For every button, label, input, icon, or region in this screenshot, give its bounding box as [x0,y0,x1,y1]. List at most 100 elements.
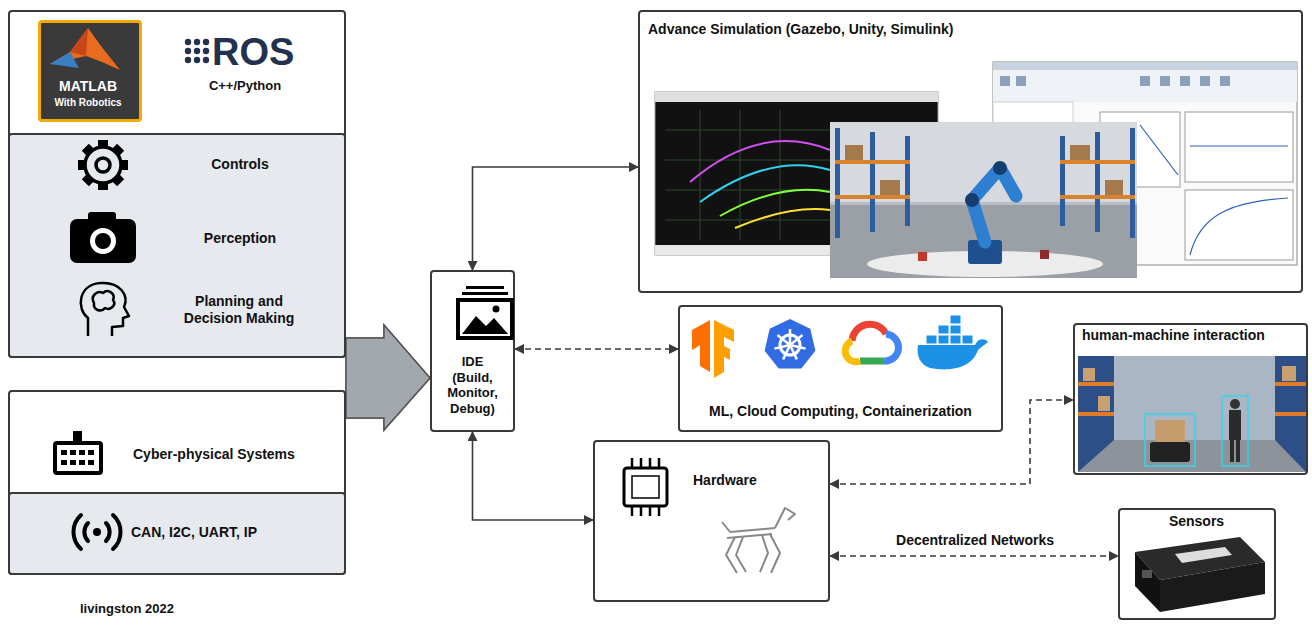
docker-logo [918,339,989,369]
device-icon [88,450,94,455]
block-arrow [346,325,430,430]
warehouse-render [1095,132,1100,232]
picture-icon [456,286,514,340]
device-icon [55,443,101,473]
signal-icon [93,528,101,536]
robot-dog-icon [722,522,730,532]
control-designer-screenshot [1185,112,1293,182]
chip-icon [658,458,661,468]
kubernetes-logo [790,345,806,349]
kubernetes-logo [790,345,797,359]
device-icon [61,460,67,465]
docker-logo [918,315,989,369]
warehouse-render [1130,128,1135,238]
warehouse-photo [1275,412,1306,416]
sensor-device [1142,570,1152,578]
node-text: Perception [170,230,310,247]
node-title: Hardware [693,472,813,489]
picture-icon [462,292,508,295]
warehouse-photo [1078,440,1306,472]
kubernetes-logo [778,335,791,345]
warehouse-render [905,136,910,226]
lidar-screenshot [655,92,938,255]
matlab-logo [50,52,79,68]
lidar-screenshot [665,130,830,131]
matlab-logo [50,28,120,70]
warehouse-photo [1150,442,1190,462]
kubernetes-logo [789,329,792,345]
lidar-screenshot [665,160,830,161]
connector [473,432,594,520]
warehouse-render [1060,160,1135,164]
ros-logo-dots [194,48,200,54]
warehouse-photo [1078,382,1114,386]
warehouse-photo [1230,399,1240,409]
warehouse-render [867,251,1103,277]
sensor-device [1135,537,1265,580]
gear-icon [96,158,110,172]
control-designer-screenshot [1140,76,1150,86]
docker-logo [926,315,973,344]
device-icon [70,450,76,455]
gear-icon [82,144,96,158]
sensor-device [1160,562,1265,612]
warehouse-photo [1083,368,1095,381]
google-cloud-logo [852,324,886,341]
lidar-screenshot [690,141,830,182]
robot-dog-icon [730,528,775,532]
tensorflow-logo [714,320,734,378]
connector [830,555,1118,557]
chip-icon [624,468,667,506]
device-icon [79,450,85,455]
device-icon [73,431,82,443]
ide-box: IDE (Build, Monitor, Debug) [430,270,515,432]
simulation-box: Advance Simulation (Gazebo, Unity, Simul… [638,10,1303,293]
logo-box: MATLABWith Robotics [38,20,142,122]
control-designer-screenshot [993,102,1073,265]
warehouse-render [972,168,1016,242]
control-designer-screenshot [1016,76,1026,86]
warehouse-render [993,161,1007,175]
warehouse-photo [1078,382,1306,416]
lidar-screenshot [665,110,830,240]
node-title: Advance Simulation (Gazebo, Unity, Simul… [648,21,1068,38]
robot-dog-icon [722,508,795,573]
warehouse-photo [1155,420,1185,442]
warehouse-photo [1098,396,1110,411]
kubernetes-logo [790,335,803,345]
head-icon [81,283,129,336]
gear-icon [85,147,121,183]
gear-icon [98,140,108,150]
control-designer-screenshot [1180,76,1190,86]
docker-logo [950,325,961,334]
hmi-box: human-machine interaction [1073,323,1308,475]
warehouse-photo [1078,412,1114,416]
picture-icon [493,306,500,313]
signal-icon [84,523,88,541]
lidar-screenshot [655,92,938,102]
credit-note: livingston 2022 [80,601,174,617]
connector [473,167,639,270]
control-designer-screenshot [1190,198,1288,255]
gear-icon [118,160,128,170]
lidar-screenshot [740,110,741,240]
ros-logo-dots [194,57,200,63]
warehouse-render [835,160,910,164]
chip-icon [632,476,659,498]
warehouse-render [1060,195,1135,199]
control-designer-screenshot [993,62,1297,70]
warehouse-render [965,193,979,207]
camera-icon [90,228,116,254]
docker-logo [950,315,961,324]
picture-icon [460,302,510,336]
lidar-screenshot [655,245,938,255]
block-arrow [346,325,430,430]
node-title: Cyber-physical Systems [133,446,333,463]
warehouse-photo [1236,440,1240,462]
gear-icon [110,144,124,158]
device-icon [61,450,67,455]
matlab-logo [50,28,120,70]
lidar-screenshot [655,92,938,255]
control-designer-screenshot [1200,76,1210,86]
